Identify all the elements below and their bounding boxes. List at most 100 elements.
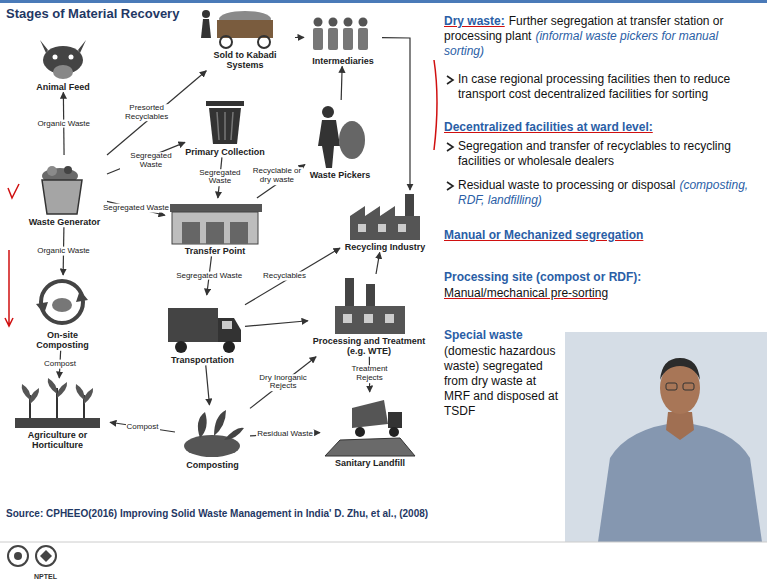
processing-plant-icon (385, 314, 394, 323)
stage-label: Transportation (160, 355, 245, 365)
cow-icon (53, 65, 73, 79)
presenter-video (666, 383, 677, 390)
slide-text: Segregation and transfer of recyclables … (458, 139, 731, 168)
pen-annotation (5, 60, 437, 326)
text-block: Decentralized facilities at ward level: (444, 120, 762, 135)
processing-plant-icon (335, 306, 405, 334)
compost-cycle-icon (52, 298, 72, 312)
plants-icon (48, 378, 67, 398)
stage-label: Sanitary Landfill (320, 458, 420, 468)
landfill-icon (352, 400, 388, 428)
processing-plant-icon (364, 314, 373, 323)
flow-label: Recyclable or dry waste (251, 167, 303, 185)
pen-annotation (434, 60, 437, 150)
stage-label: Processing and Treatment (e.g. WTE) (308, 336, 430, 357)
flow-label: Segregated Waste (102, 204, 170, 213)
kabadi-cart-icon (201, 19, 211, 38)
landfill-icon (389, 427, 399, 437)
stage-label: Waste Generator (22, 217, 107, 227)
slide-text: Manual or Mechanized segregation (444, 228, 643, 242)
stage-node: Waste Pickers (305, 100, 375, 180)
flow-label: Presorted Recyclables (111, 104, 183, 122)
stage-label: Waste Pickers (305, 170, 375, 180)
recycling-factory-icon (350, 194, 420, 240)
bullet-chevron (447, 143, 453, 151)
footer-bar (40, 550, 52, 562)
stage-node: Intermediaries (304, 8, 382, 66)
bullet-chevron (447, 182, 453, 190)
transfer-station-icon (206, 222, 224, 244)
presenter-video (683, 383, 694, 390)
kabadi-cart-icon (220, 36, 232, 48)
compost-pile-icon (198, 410, 244, 440)
cow-icon (53, 55, 58, 60)
footer-bar (0, 542, 767, 581)
plants-icon (76, 384, 93, 404)
compost-cycle-icon (36, 281, 88, 323)
flow-label: Compost (125, 423, 159, 432)
transfer-station-icon (182, 222, 200, 244)
plants-icon (15, 418, 100, 428)
processing-plant-icon (366, 284, 375, 306)
truck-icon (175, 341, 187, 353)
pen-annotation (8, 184, 19, 198)
compost-pile-icon (184, 410, 244, 457)
kabadi-cart-icon (258, 36, 270, 48)
recycling-factory-icon (398, 224, 406, 232)
text-block: In case regional processing facilities t… (458, 72, 762, 102)
truck-icon (223, 341, 235, 353)
flow-arrow (341, 66, 343, 100)
stage-node: Agriculture or Horticulture (5, 378, 110, 451)
flow-label: Residual Waste (256, 430, 314, 439)
flow-arrow (245, 248, 340, 305)
presenter-video (565, 332, 767, 542)
footer-bar (14, 552, 22, 560)
source-caption: Source: CPHEEO(2016) Improving Solid Was… (6, 508, 428, 519)
flow-label: Compost (43, 360, 77, 369)
footer-bar (8, 546, 28, 566)
kabadi-cart-icon (201, 10, 273, 48)
stage-node: Composting (175, 405, 250, 470)
stage-node: Transportation (160, 295, 245, 365)
stage-node: Recycling Industry (340, 190, 430, 252)
truck-icon (168, 308, 218, 342)
flow-label: Recyclables (262, 272, 307, 281)
landfill-icon (355, 427, 365, 437)
processing-plant-icon (343, 314, 352, 323)
flow-arrow (107, 142, 185, 174)
text-block: Manual or Mechanized segregation (444, 228, 762, 243)
text-block: NPTEL (34, 568, 74, 581)
waste-picker-icon (339, 121, 365, 159)
stage-node: Sold to Kabadi Systems (195, 5, 295, 71)
slide-text: Decentralized facilities at ward level: (444, 120, 653, 134)
slide-text: Processing site (compost or RDF): (444, 270, 641, 284)
recycling-factory-icon (378, 224, 386, 232)
stage-node: Processing and Treatment (e.g. WTE) (308, 274, 430, 357)
flow-label: Segregated Waste (120, 152, 182, 170)
intermediaries-icon (359, 18, 368, 27)
text-block: Special waste (444, 328, 562, 343)
slide-text: In case regional processing facilities t… (458, 72, 730, 101)
stage-node: Animal Feed (28, 32, 98, 92)
flow-arrow (376, 252, 380, 274)
text-block: Residual waste to processing or disposal… (458, 178, 762, 208)
waste-bin-icon (47, 166, 57, 176)
cow-icon (40, 40, 86, 79)
waste-bin-icon (42, 180, 82, 214)
flow-label: Segregated Waste (175, 271, 243, 280)
stage-node: Waste Generator (22, 155, 107, 227)
stage-label: Recycling Industry (340, 242, 430, 252)
flow-arrow (206, 365, 210, 405)
dustbin-icon (206, 101, 244, 144)
intermediaries-icon (313, 28, 323, 50)
text-block: Manual/mechanical pre-sorting (444, 286, 762, 301)
stage-label: Animal Feed (28, 82, 98, 92)
stage-label: Agriculture or Horticulture (5, 430, 110, 451)
landfill-icon (325, 400, 415, 456)
slide-text: NPTEL (34, 573, 57, 580)
flow-arrow (107, 71, 206, 155)
kabadi-cart-icon (202, 10, 210, 18)
flow-label: Segregated Waste (189, 169, 251, 187)
text-block: Dry waste:Further segregation at transfe… (444, 14, 762, 59)
slide-text: Dry waste: (444, 14, 505, 28)
